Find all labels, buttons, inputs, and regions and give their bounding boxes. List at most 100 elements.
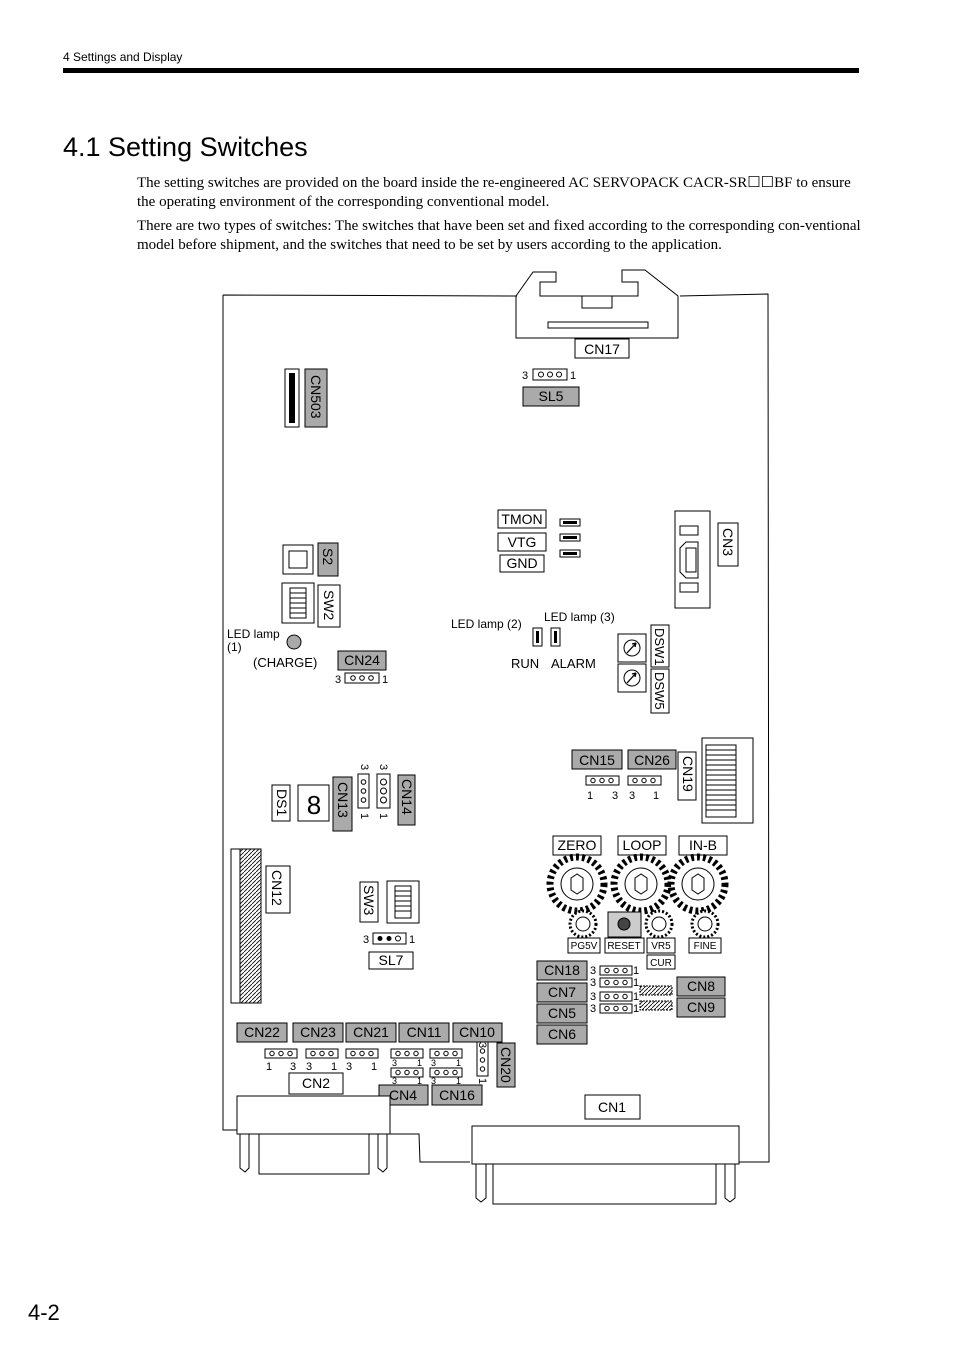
cn19-connector: CN19 xyxy=(677,737,754,824)
svg-text:CN5: CN5 xyxy=(548,1005,576,1021)
svg-text:LED lamp (3): LED lamp (3) xyxy=(544,610,615,624)
svg-text:3: 3 xyxy=(590,977,596,989)
cn-bottom-labels: CN2 CN4 CN16 CN1 xyxy=(288,1072,641,1120)
svg-text:LED lamp (2): LED lamp (2) xyxy=(451,617,522,631)
svg-text:1: 1 xyxy=(377,813,389,819)
svg-text:3: 3 xyxy=(431,1076,436,1086)
dsw-switches: DSW1 DSW5 xyxy=(617,624,670,714)
svg-text:CN2: CN2 xyxy=(302,1075,330,1091)
svg-text:CN19: CN19 xyxy=(680,756,696,792)
sl7-jumper: 3 1 SL7 xyxy=(363,932,415,970)
cn3-box: CN3 xyxy=(717,522,739,567)
bottom-connectors xyxy=(236,1095,740,1205)
cn503-connector: CN503 xyxy=(284,368,328,428)
page-number: 4-2 xyxy=(28,1300,60,1325)
svg-text:CN22: CN22 xyxy=(244,1024,280,1040)
svg-text:3: 3 xyxy=(431,1058,436,1068)
svg-text:1: 1 xyxy=(570,370,576,382)
cn12-connector: CN12 xyxy=(230,848,291,1004)
svg-text:1: 1 xyxy=(409,934,415,946)
svg-text:CN7: CN7 xyxy=(548,984,576,1000)
s2-label: S2 xyxy=(320,548,336,565)
svg-text:3: 3 xyxy=(476,1042,488,1048)
svg-text:IN-B: IN-B xyxy=(689,837,717,853)
svg-text:3: 3 xyxy=(392,1058,397,1068)
svg-text:ALARM: ALARM xyxy=(551,656,596,671)
svg-text:3: 3 xyxy=(590,1003,596,1015)
svg-text:RESET: RESET xyxy=(607,941,640,952)
svg-text:(1): (1) xyxy=(227,640,242,654)
svg-text:1: 1 xyxy=(633,1003,639,1015)
cn3-connector xyxy=(674,510,711,609)
s2-switch: S2 xyxy=(282,542,339,577)
svg-text:1: 1 xyxy=(371,1061,377,1073)
svg-text:VR5: VR5 xyxy=(651,941,671,952)
small-adjusters: PG5V RESET VR5 FINE CUR xyxy=(567,909,722,970)
svg-text:CN26: CN26 xyxy=(634,752,670,768)
potentiometers: ZERO LOOP IN-B xyxy=(546,835,729,915)
sw3-dip: SW3 xyxy=(359,880,420,924)
svg-text:CN4: CN4 xyxy=(389,1087,417,1103)
page-title: 4.1 Setting Switches xyxy=(63,132,308,162)
svg-text:1: 1 xyxy=(417,1076,422,1086)
svg-text:CN16: CN16 xyxy=(439,1087,475,1103)
svg-text:CN12: CN12 xyxy=(269,870,285,906)
top-connector xyxy=(515,269,679,339)
svg-text:3: 3 xyxy=(590,991,596,1003)
svg-text:DS1: DS1 xyxy=(274,789,290,816)
svg-text:LOOP: LOOP xyxy=(623,837,662,853)
cn-row-bottom: CN22 CN2 3 CN21 CN11 CN10 1 3 3 xyxy=(236,1022,516,1088)
cn17-box: CN17 xyxy=(574,338,630,359)
svg-text:CN1: CN1 xyxy=(598,1099,626,1115)
svg-text:CN13: CN13 xyxy=(335,782,351,818)
svg-text:1: 1 xyxy=(417,1058,422,1068)
svg-text:3: 3 xyxy=(335,674,341,686)
vtg-label: VTG xyxy=(508,534,537,550)
svg-text:1: 1 xyxy=(633,977,639,989)
svg-text:1: 1 xyxy=(456,1058,461,1068)
cn-block-right: CN18 CN7 CN5 CN6 3 3 3 3 1 1 1 1 CN8 CN9 xyxy=(536,960,726,1045)
svg-text:DSW1: DSW1 xyxy=(652,628,667,666)
header-rule xyxy=(63,68,859,73)
led-lamps-2-3: LED lamp (2) LED lamp (3) RUN ALARM xyxy=(451,610,615,671)
sw2-dip: SW2 xyxy=(281,582,341,628)
svg-text:CUR: CUR xyxy=(650,958,672,969)
cn15-cn26: CN15 CN26 1 3 3 1 xyxy=(571,749,677,802)
svg-text:1: 1 xyxy=(382,674,388,686)
svg-text:RUN: RUN xyxy=(511,656,539,671)
svg-text:CN18: CN18 xyxy=(544,962,580,978)
sl5-label: SL5 xyxy=(539,388,564,404)
svg-text:1: 1 xyxy=(587,790,593,802)
sl5-jumper: 3 1 SL5 xyxy=(522,368,580,407)
svg-text:FINE: FINE xyxy=(694,941,717,952)
ds1-display: DS1 8 xyxy=(271,784,330,822)
seven-segment: 8 xyxy=(307,790,321,820)
svg-text:3: 3 xyxy=(612,790,618,802)
board-outline xyxy=(222,293,770,1163)
svg-text:1: 1 xyxy=(331,1061,337,1073)
svg-text:CN20: CN20 xyxy=(498,1047,514,1083)
svg-text:CN8: CN8 xyxy=(687,978,715,994)
svg-text:CN10: CN10 xyxy=(459,1024,495,1040)
svg-text:CN15: CN15 xyxy=(579,752,615,768)
svg-text:SW3: SW3 xyxy=(361,885,377,916)
paragraph-1: The setting switches are provided on the… xyxy=(137,175,851,210)
svg-text:1: 1 xyxy=(358,813,370,819)
svg-text:3: 3 xyxy=(590,965,596,977)
cn503-label: CN503 xyxy=(308,375,324,419)
cn24-jumper: CN24 3 1 xyxy=(335,650,388,686)
svg-text:3: 3 xyxy=(358,764,370,770)
svg-text:3: 3 xyxy=(290,1061,296,1073)
svg-text:CN11: CN11 xyxy=(407,1024,442,1040)
check-pins: TMON VTG GND xyxy=(497,509,581,573)
svg-text:3: 3 xyxy=(522,370,528,382)
svg-text:ZERO: ZERO xyxy=(558,837,597,853)
svg-text:3: 3 xyxy=(629,790,635,802)
svg-text:1: 1 xyxy=(633,991,639,1003)
svg-text:CN21: CN21 xyxy=(353,1024,389,1040)
svg-text:1: 1 xyxy=(633,965,639,977)
svg-text:3: 3 xyxy=(392,1076,397,1086)
svg-text:3: 3 xyxy=(346,1061,352,1073)
svg-text:CN6: CN6 xyxy=(548,1026,576,1042)
section-header: 4 Settings and Display xyxy=(63,50,183,64)
